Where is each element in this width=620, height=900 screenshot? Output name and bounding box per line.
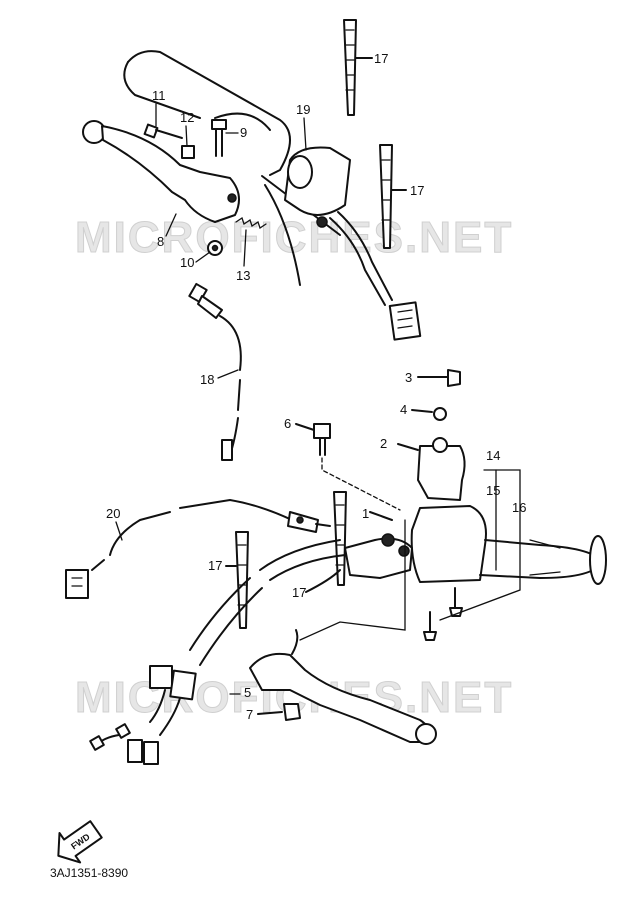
callout-4: 4 [400, 402, 407, 417]
clutch-switch-part-18 [188, 282, 242, 461]
pivot-bolt-part-9 [211, 119, 227, 157]
callout-17-lower-left: 17 [208, 558, 222, 573]
cable-band-part-17-lower-right [305, 491, 347, 593]
clutch-handlebar-grip [123, 50, 341, 286]
cable-band-part-17-mid [379, 144, 407, 249]
screw-part-3 [417, 369, 461, 387]
nut-part-7 [257, 703, 301, 721]
callout-11: 11 [152, 88, 166, 103]
callout-18: 18 [200, 372, 214, 387]
forward-direction-arrow: FWD [57, 820, 103, 864]
leader-lines-14-15-16 [439, 469, 521, 621]
callout-14: 14 [486, 448, 500, 463]
lever-bracket-part [344, 533, 413, 579]
callout-2: 2 [380, 436, 387, 451]
callout-17-top: 17 [374, 51, 388, 66]
callout-15: 15 [486, 483, 500, 498]
nut-part-12 [181, 145, 195, 159]
callout-3: 3 [405, 370, 412, 385]
clutch-lever-part-8 [82, 120, 240, 223]
callout-12: 12 [180, 110, 194, 125]
front-brake-switch-wires [89, 539, 346, 765]
callout-6: 6 [284, 416, 291, 431]
callout-1: 1 [362, 506, 369, 521]
bolt-part-11 [143, 123, 183, 139]
spring-part-13 [235, 216, 267, 230]
watermark-top: MICROFICHES.NET [75, 213, 513, 262]
throttle-cap-part-2 [397, 437, 466, 501]
callout-20: 20 [106, 506, 120, 521]
cable-band-part-17-top [343, 19, 373, 116]
callout-16: 16 [512, 500, 526, 515]
nut-part-10 [207, 240, 223, 256]
callout-13: 13 [236, 268, 250, 283]
wire-harness-part-20 [65, 499, 331, 599]
bolt-part-6 [295, 423, 401, 511]
callout-17-lower-right: 17 [292, 585, 306, 600]
callout-5: 5 [244, 685, 251, 700]
screws-part-15-16 [423, 587, 463, 641]
callout-10: 10 [180, 255, 194, 270]
callout-9: 9 [240, 125, 247, 140]
bracket-lines [299, 519, 406, 641]
callout-17-mid: 17 [410, 183, 424, 198]
callout-7: 7 [246, 707, 253, 722]
throttle-housing-part-1 [369, 505, 607, 585]
callout-8: 8 [157, 234, 164, 249]
nut-part-4 [411, 407, 447, 421]
callout-19: 19 [296, 102, 310, 117]
handlebar-switch-part-19 [284, 146, 422, 341]
callout-group: 11 12 9 19 17 17 8 10 13 18 3 4 6 2 14 1… [106, 51, 526, 722]
brake-lever-part-5 [249, 629, 437, 745]
drawing-code: 3AJ1351-8390 [50, 866, 128, 880]
